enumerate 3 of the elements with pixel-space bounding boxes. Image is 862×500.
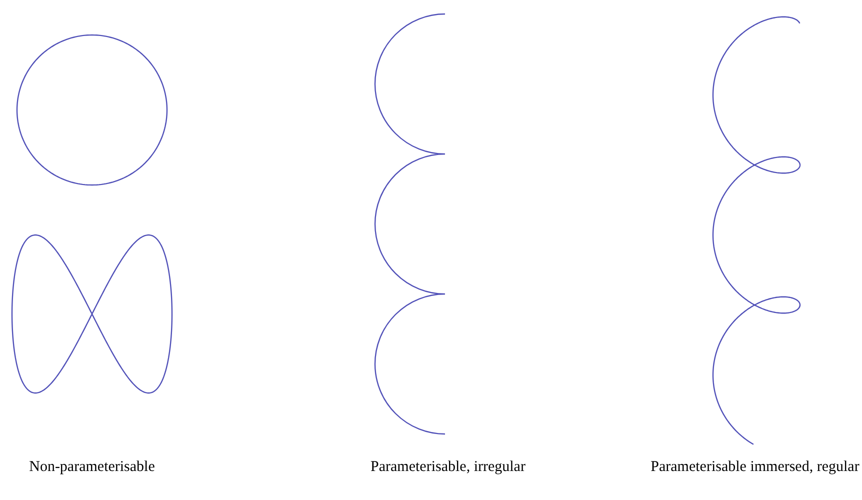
curve-caption: Parameterisable immersed, regular [650,458,860,476]
curve-caption: Non-parameterisable [28,458,156,476]
curve-caption: Parameterisable, irregular [370,458,526,476]
